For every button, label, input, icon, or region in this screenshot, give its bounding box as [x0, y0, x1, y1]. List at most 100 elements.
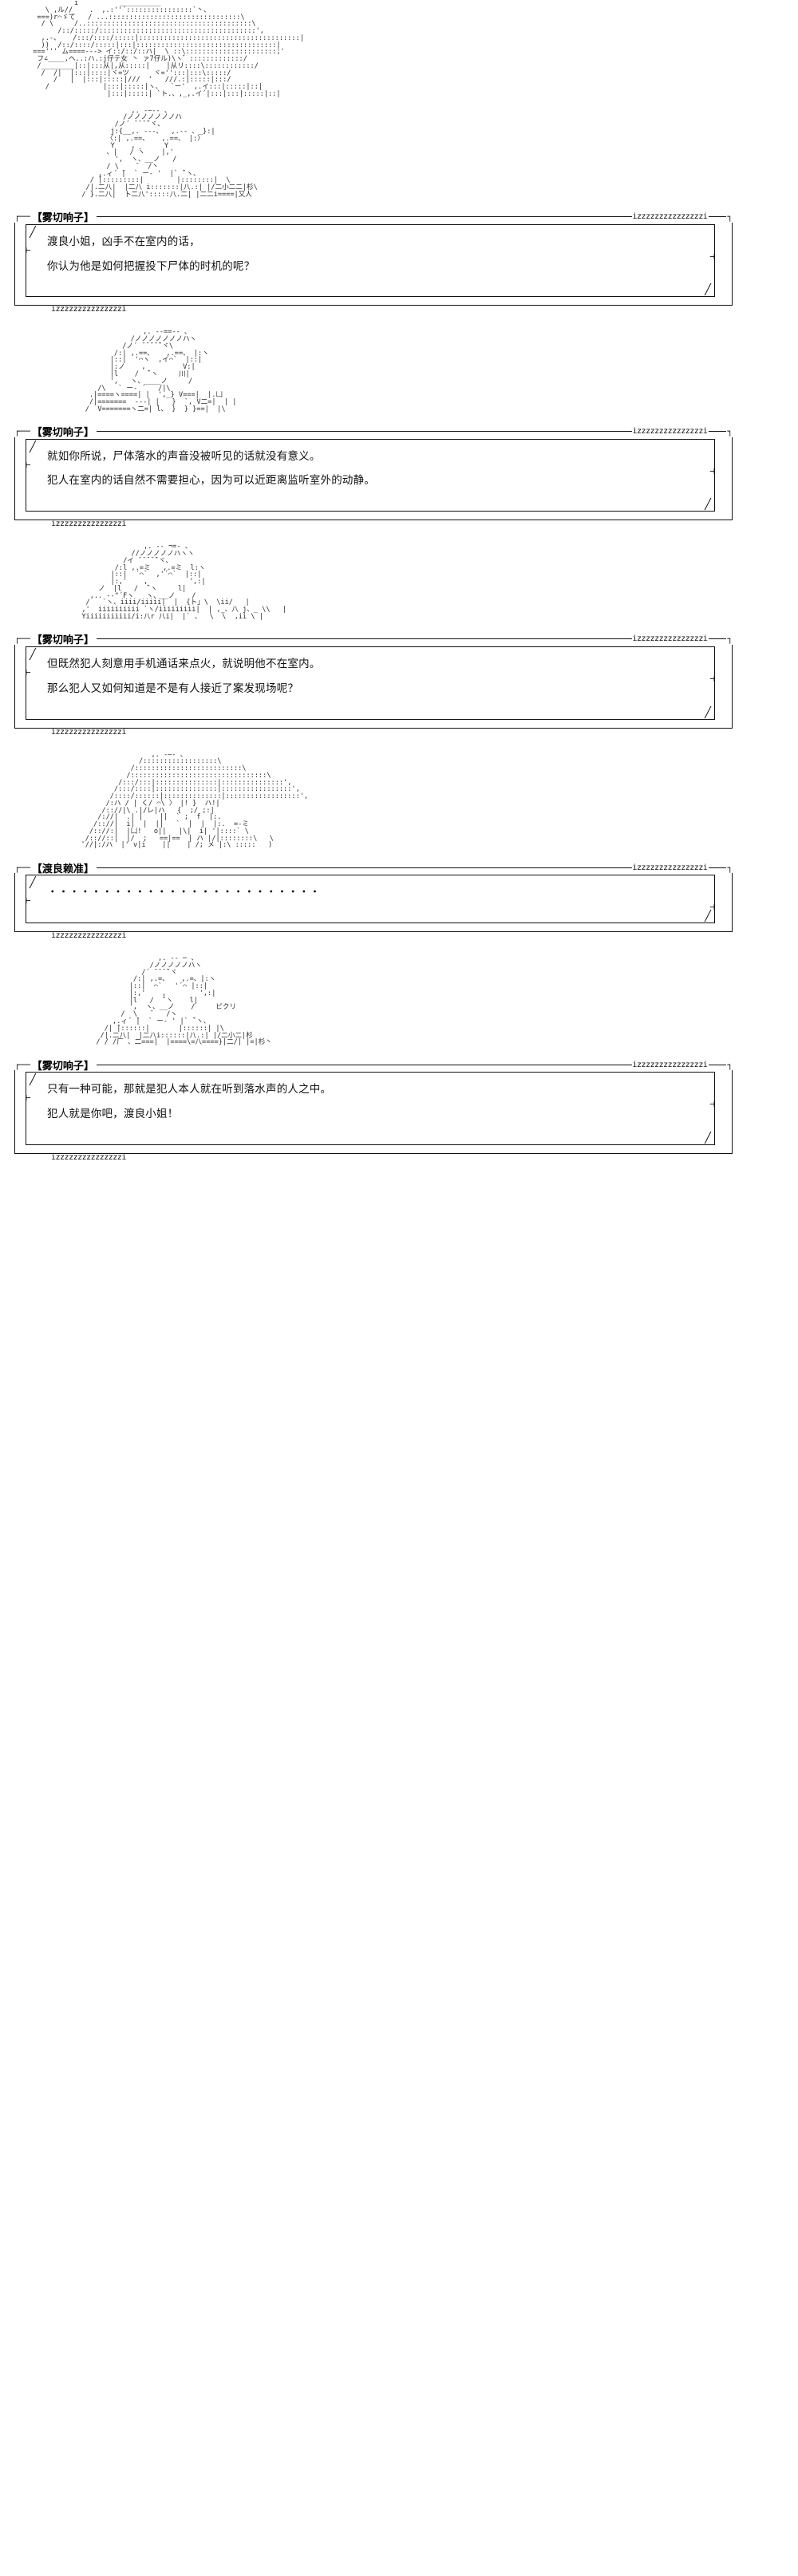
- art-spacer: [0, 849, 798, 859]
- art-spacer: [0, 98, 798, 108]
- dialogue-name-row: ┌──【雾切响子】 izzzzzzzzzzzzzzzi ┐: [14, 210, 733, 224]
- dialogue-box-2: ┌──【雾切响子】izzzzzzzzzzzzzzzi┐╱⊢⊣就如你所说，尸体落水…: [14, 423, 733, 528]
- dialogue-body-holder: ╱ ⊢ ⊣ 渡良小姐，凶手不在室内的话， 你认为他是如何把握投下尸体的时机的呢？ ╱ izz…: [14, 222, 733, 314]
- name-rule-tail: [709, 216, 727, 218]
- dialogue-body-holder: ╱ ⊢ ⊣ 只有一种可能，那就是犯人本人就在听到落水声的人之中。犯人就是你吧，渡良小姐…: [14, 1070, 733, 1162]
- name-rule-tail: [709, 867, 727, 868]
- art-panel-2: ,. -―‐- 、 /ノノノノノノノハ /ノ´ ̄ ̄ ̄ ̄`ヾ、 j:{__…: [0, 106, 798, 199]
- art-panel-5: ,. -―- 、 /::::::::::::::::::\ /:::::::::…: [0, 750, 798, 850]
- dialogue-line: 渡良小姐，凶手不在室内的话，: [47, 235, 200, 248]
- frame-tick-left-icon: ⊢: [26, 244, 31, 255]
- frame-tick-right-icon: ⊣: [709, 251, 715, 262]
- box-corner-left-icon: ┌──: [14, 211, 30, 223]
- box-zigzag-foot-decor: izzzzzzzzzzzzzzzi: [51, 727, 126, 737]
- dialogue-name-row: ┌──【雾切响子】izzzzzzzzzzzzzzzi┐: [14, 632, 733, 646]
- dialogue-name-row: ┌──【雾切响子】 izzzzzzzzzzzzzzzi ┐: [14, 1057, 733, 1073]
- art-spacer: [0, 621, 798, 630]
- art-panel-1: i __________ \ ,ル// . ,.:''´::::::::::::…: [0, 0, 798, 98]
- dialogue-body-holder: ╱ ⊢ ⊣ 就如你所说，尸体落水的声音没被听见的话就没有意义。犯人在室内的话自然不需要…: [14, 437, 733, 528]
- box-corner-right-icon: ┐: [727, 211, 733, 223]
- speaker-name: 【雾切响子】: [31, 634, 94, 647]
- frame-tick-right-icon: ⊣: [709, 1099, 715, 1110]
- dialogue-name-row: ┌──【雾切响子】izzzzzzzzzzzzzzzi┐: [14, 425, 733, 439]
- box-corner-right-icon: ┐: [727, 426, 733, 437]
- dialogue-box-3: ┌──【雾切响子】izzzzzzzzzzzzzzzi┐╱⊢⊣但既然犯人刻意用手机…: [14, 630, 733, 737]
- box-corner-left-icon: ┌──: [14, 862, 30, 873]
- frame-slash-topleft-icon: ╱: [30, 441, 36, 453]
- name-rule: [96, 638, 632, 640]
- frame-slash-topleft-icon: ╱: [30, 1074, 36, 1087]
- speaker-name: 【雾切响子】: [31, 1060, 94, 1073]
- dialogue-line: 犯人在室内的话自然不需要担心，因为可以近距离监听室外的动静。: [47, 474, 375, 488]
- speaker-name: 【雾切响子】: [31, 212, 94, 225]
- watarase-jun-portrait-ascii-art: ,. -―- 、 /::::::::::::::::::\ /:::::::::…: [81, 750, 309, 850]
- frame-tick-left-icon: ⊢: [26, 666, 31, 678]
- art-panel-6: ,. -‐ ─ 、 /ノノノノノハヽ /´ ̄ ̄ ̄ ̄`ヾ /:| ,.=、…: [0, 955, 798, 1046]
- dialogue-line: 就如你所说，尸体落水的声音没被听见的话就没有意义。: [47, 449, 321, 463]
- frame-slash-topleft-icon: ╱: [30, 877, 36, 890]
- scene-container: i __________ \ ,ル// . ,.:''´::::::::::::…: [0, 0, 798, 1177]
- dialogue-line: 但既然犯人刻意用手机通话来点火，就说明他不在室内。: [47, 657, 321, 670]
- dialogue-box-1: ┌──【雾切响子】 izzzzzzzzzzzzzzzi ┐ ╱ ⊢ ⊣ 渡良小姐，凶手不在室…: [14, 208, 733, 314]
- frame-tick-right-icon: ⊣: [709, 902, 715, 913]
- art-spacer: [0, 1046, 798, 1056]
- box-zigzag-foot-decor: izzzzzzzzzzzzzzzi: [51, 520, 126, 529]
- frame-tick-right-icon: ⊣: [709, 465, 715, 476]
- dialogue-line: 犯人就是你吧，渡良小姐！: [47, 1107, 179, 1120]
- dialogue-body: ╱ ⊢ ⊣ 但既然犯人刻意用手机通话来点火，就说明他不在室内。那么犯人又如何知道是不是…: [26, 646, 715, 720]
- frame-tick-left-icon: ⊢: [26, 1092, 31, 1104]
- dialogue-body: ╱ ⊢ ⊣ ・・・・・・・・・・・・・・・・・・・・・・・・・ ╱: [26, 875, 715, 924]
- dialogue-body-holder: ╱ ⊢ ⊣ 但既然犯人刻意用手机通话来点火，就说明他不在室内。那么犯人又如何知道是不是…: [14, 644, 733, 737]
- mansion-exterior-ascii-art: i __________ \ ,ル// . ,.:''´::::::::::::…: [33, 0, 304, 98]
- box-zigzag-decor: izzzzzzzzzzzzzzzi: [632, 634, 708, 644]
- frame-slash-bottomright-icon: ╱: [705, 499, 711, 512]
- dialogue-body: ╱ ⊢ ⊣ 就如你所说，尸体落水的声音没被听见的话就没有意义。犯人在室内的话自然不需要…: [26, 438, 715, 512]
- dialogue-line: ・・・・・・・・・・・・・・・・・・・・・・・・・: [47, 886, 321, 899]
- box-zigzag-foot-decor: izzzzzzzzzzzzzzzi: [51, 1152, 126, 1162]
- name-rule-tail: [709, 431, 727, 433]
- kirigiri-kyouko-portrait-4-ascii-art: ,. -‐ ─ 、 /ノノノノノハヽ /´ ̄ ̄ ̄ ̄`ヾ /:| ,.=、…: [96, 954, 272, 1047]
- box-corner-right-icon: ┐: [727, 1059, 733, 1070]
- frame-tick-right-icon: ⊣: [709, 673, 715, 684]
- kirigiri-kyouko-portrait-2-ascii-art: ,. -‐==‐- 、 /ノノノノノノノハヽ /ノ´ ̄ ̄ ̄ ̄ ̄`ヾ\ …: [85, 328, 237, 413]
- frame-slash-bottomright-icon: ╱: [705, 911, 711, 923]
- dialogue-box-4: ┌──【渡良赖准】 izzzzzzzzzzzzzzzi ┐ ╱ ⊢ ⊣ ・・・・・・・・・・…: [14, 859, 733, 940]
- dialogue-body: ╱ ⊢ ⊣ 只有一种可能，那就是犯人本人就在听到落水声的人之中。犯人就是你吧，渡良小姐…: [26, 1072, 715, 1145]
- box-corner-left-icon: ┌──: [14, 1059, 30, 1070]
- kirigiri-kyouko-portrait-ascii-art: ,. -―‐- 、 /ノノノノノノノハ /ノ´ ̄ ̄ ̄ ̄`ヾ、 j:{__…: [81, 106, 258, 199]
- dialogue-line: 你认为他是如何把握投下尸体的时机的呢？: [47, 259, 255, 273]
- box-zigzag-decor: izzzzzzzzzzzzzzzi: [632, 863, 708, 872]
- box-zigzag-foot-decor: izzzzzzzzzzzzzzzi: [51, 305, 126, 314]
- speaker-name: 【雾切响子】: [31, 427, 94, 440]
- frame-tick-left-icon: ⊢: [26, 895, 31, 907]
- box-corner-right-icon: ┐: [727, 862, 733, 873]
- name-rule-tail: [709, 638, 727, 640]
- frame-slash-topleft-icon: ╱: [30, 648, 36, 661]
- speaker-name: 【渡良赖准】: [31, 863, 94, 875]
- dialogue-line: 只有一种可能，那就是犯人本人就在听到落水声的人之中。: [47, 1083, 332, 1096]
- box-corner-right-icon: ┐: [727, 634, 733, 645]
- art-panel-3: ,. -‐==‐- 、 /ノノノノノノノハヽ /ノ´ ̄ ̄ ̄ ̄ ̄`ヾ\ …: [0, 329, 798, 413]
- kirigiri-kyouko-portrait-3-ascii-art: ,. -‐ ¬=- 、 //ノノノノノハヽヽ /イ ̄ ̄ ̄ ̄ ̄`ヾ、 /…: [81, 543, 287, 622]
- name-rule: [96, 431, 632, 433]
- frame-slash-bottomright-icon: ╱: [705, 706, 711, 719]
- art-spacer: [0, 199, 798, 208]
- art-panel-4: ,. -‐ ¬=- 、 //ノノノノノハヽヽ /イ ̄ ̄ ̄ ̄ ̄`ヾ、 /…: [0, 543, 798, 620]
- box-zigzag-decor: izzzzzzzzzzzzzzzi: [632, 427, 708, 437]
- box-zigzag-decor: izzzzzzzzzzzzzzzi: [632, 1060, 708, 1069]
- frame-slash-bottomright-icon: ╱: [705, 284, 711, 297]
- dialogue-line: 那么犯人又如何知道是不是有人接近了案发现场呢？: [47, 682, 299, 695]
- name-rule: [96, 867, 632, 868]
- name-rule: [96, 216, 632, 218]
- dialogue-body: ╱ ⊢ ⊣ 渡良小姐，凶手不在室内的话， 你认为他是如何把握投下尸体的时机的呢？ ╱: [26, 223, 715, 298]
- dialogue-box-5: ┌──【雾切响子】 izzzzzzzzzzzzzzzi ┐ ╱ ⊢ ⊣ 只有一种可能，那就是…: [14, 1056, 733, 1162]
- art-spacer: [0, 413, 798, 423]
- box-zigzag-foot-decor: izzzzzzzzzzzzzzzi: [51, 931, 126, 941]
- frame-tick-left-icon: ⊢: [26, 459, 31, 470]
- frame-slash-topleft-icon: ╱: [30, 226, 36, 239]
- dialogue-body-holder: ╱ ⊢ ⊣ ・・・・・・・・・・・・・・・・・・・・・・・・・ ╱ izzzzzzzzzz…: [14, 873, 733, 940]
- dialogue-name-row: ┌──【渡良赖准】 izzzzzzzzzzzzzzzi ┐: [14, 860, 733, 875]
- box-zigzag-decor: izzzzzzzzzzzzzzzi: [632, 212, 708, 222]
- frame-slash-bottomright-icon: ╱: [705, 1132, 711, 1144]
